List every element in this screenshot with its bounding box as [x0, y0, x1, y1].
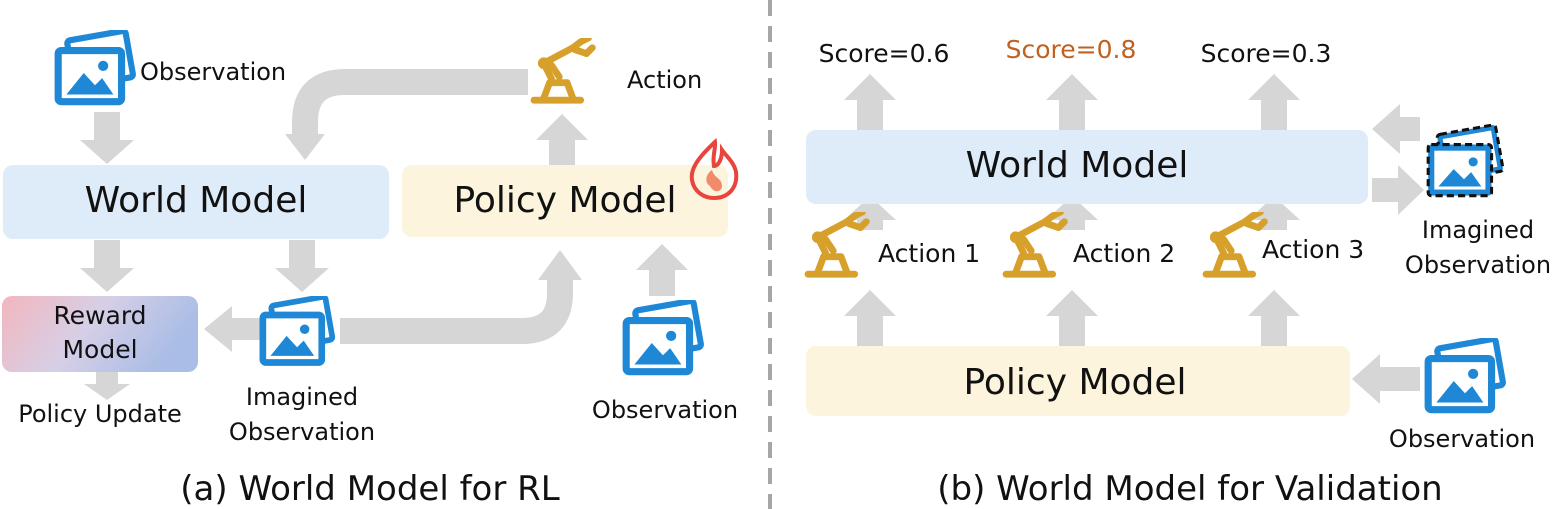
arrow-world-to-score-2 [1046, 74, 1098, 130]
arrow-action1-to-world [844, 196, 896, 230]
left-world-model-label: World Model [85, 180, 308, 221]
score-3: Score=0.3 [1201, 39, 1332, 68]
action-label: Action [627, 66, 702, 94]
observation-bottom-icon [626, 301, 701, 372]
score-1: Score=0.6 [819, 39, 950, 68]
left-caption: (a) World Model for RL [180, 469, 559, 509]
reward-model-line2: Model [62, 335, 137, 364]
right-world-model-label: World Model [966, 145, 1189, 186]
action-1-label: Action 1 [878, 239, 980, 268]
observation-bottom-label: Observation [592, 396, 738, 424]
arrow-imagined-to-reward [204, 306, 260, 352]
score-2: Score=0.8 [1006, 35, 1137, 64]
right-observation-icon [1428, 339, 1503, 410]
action-2-label: Action 2 [1073, 239, 1175, 268]
action-robot-arm-icon [534, 38, 592, 100]
arrow-imagined-loop-head [538, 250, 582, 280]
reward-model-box [2, 296, 198, 372]
reward-model-line1: Reward [53, 301, 146, 330]
arrow-imagined-loop [340, 276, 573, 344]
flame-icon [689, 137, 739, 201]
left-world-model-box [3, 165, 389, 239]
arrow-world-to-reward [80, 240, 134, 292]
arrow-reward-to-update [84, 372, 130, 400]
arrow-obs-to-policy-right [1352, 354, 1420, 404]
left-policy-model-label: Policy Model [453, 180, 676, 221]
action-2-robot-arm-icon [1006, 212, 1064, 274]
arrow-world-to-imagined [275, 240, 329, 292]
arrow-policy-to-action1 [844, 290, 896, 346]
imagined-observation-line1: Imagined [246, 383, 358, 411]
imagined-observation-icon [263, 296, 333, 362]
arrow-policy-to-action [536, 114, 588, 170]
policy-update-label: Policy Update [18, 400, 182, 428]
left-loop-arrows [292, 69, 573, 344]
arrow-policy-to-action3 [1248, 290, 1300, 346]
right-observation-label: Observation [1389, 425, 1535, 453]
right-panel: World Model Policy Model Score=0.6 Score… [806, 35, 1551, 509]
arrow-action-loop-head [285, 134, 325, 160]
arrow-world-to-score-1 [844, 74, 896, 130]
right-policy-model-label: Policy Model [963, 362, 1186, 403]
observation-top-icon [58, 31, 133, 102]
arrow-action2-to-world [1046, 196, 1098, 230]
arrow-imagined-to-world [1372, 104, 1420, 154]
arrow-policy-to-action2 [1046, 290, 1098, 346]
arrow-world-to-score-3 [1248, 74, 1300, 130]
right-caption: (b) World Model for Validation [937, 469, 1443, 509]
action-3-label: Action 3 [1262, 235, 1364, 264]
right-imagined-line2: Observation [1405, 251, 1551, 279]
arrow-obs-to-policy [636, 244, 688, 296]
action-3-robot-arm-icon [1206, 212, 1264, 274]
imagined-observation-dashed-icon [1426, 124, 1505, 198]
right-imagined-line1: Imagined [1422, 216, 1534, 244]
left-panel: World Model Policy Model Reward Model Ob… [2, 31, 739, 509]
right-world-model-box [806, 130, 1368, 204]
imagined-observation-line2: Observation [229, 418, 375, 446]
observation-top-label: Observation [140, 58, 286, 86]
left-policy-model-box [402, 165, 728, 237]
left-arrows [80, 112, 688, 400]
arrow-obs-to-world-model [80, 112, 134, 164]
arrow-world-to-imagined [1372, 165, 1424, 215]
right-policy-model-box [806, 346, 1350, 416]
right-arrows [844, 74, 1424, 404]
arrow-action-loop [292, 69, 528, 136]
